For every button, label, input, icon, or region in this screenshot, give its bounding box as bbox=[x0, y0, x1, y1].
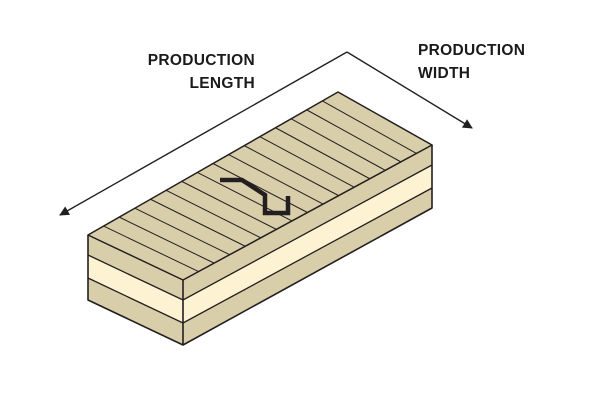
top-lamination-line bbox=[181, 180, 277, 230]
top-lamination-line bbox=[165, 189, 262, 239]
production-width-label-line1: PRODUCTION bbox=[418, 42, 525, 59]
top-lamination-line bbox=[134, 207, 230, 256]
top-lamination-line bbox=[306, 109, 402, 163]
arrow-length-icon bbox=[59, 51, 348, 216]
dimension-arrows bbox=[59, 51, 473, 216]
clt-panel bbox=[87, 91, 433, 346]
top-lamination-line bbox=[244, 145, 339, 197]
top-lamination-line bbox=[150, 198, 246, 247]
production-length-label-line1: PRODUCTION bbox=[148, 52, 255, 69]
top-lamination-line bbox=[228, 154, 324, 205]
top-lamination-line bbox=[259, 136, 355, 188]
top-lamination-line bbox=[119, 216, 215, 264]
top-lamination-line bbox=[212, 163, 308, 213]
end-face-top-layer bbox=[183, 145, 432, 300]
top-lamination-line bbox=[275, 127, 370, 180]
top-lamination-lines bbox=[103, 100, 417, 273]
top-lamination-line bbox=[290, 118, 386, 171]
arrow-width-icon bbox=[346, 51, 473, 129]
production-length-label-line2: LENGTH bbox=[189, 75, 255, 92]
side-face-top-layer bbox=[88, 235, 183, 300]
top-lamination-line bbox=[322, 100, 417, 154]
production-width-label-line2: WIDTH bbox=[418, 65, 470, 82]
end-face-core-layer bbox=[183, 165, 432, 323]
top-lamination-line bbox=[103, 225, 199, 273]
side-face-core-layer bbox=[88, 255, 183, 323]
z-grain-direction-icon bbox=[220, 177, 291, 216]
end-face-bottom-layer bbox=[183, 188, 432, 345]
block-outline bbox=[87, 145, 433, 346]
side-face-bottom-layer bbox=[88, 278, 183, 345]
